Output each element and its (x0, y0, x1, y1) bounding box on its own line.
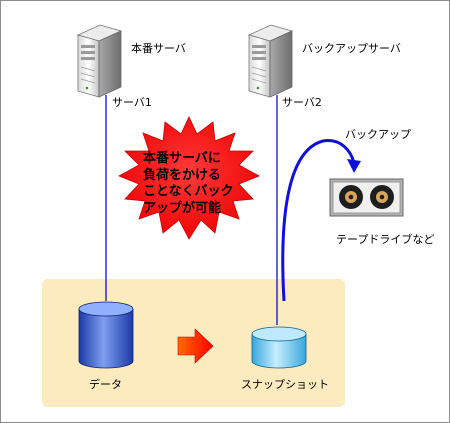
backup-flow-arrow (281, 139, 356, 302)
snapshot-disk-icon (251, 326, 307, 369)
backup-arrow-label: バックアップ (345, 128, 411, 141)
backup-flow-arrowhead (347, 159, 361, 173)
callout-line-4: アップが可能 (143, 200, 222, 216)
data-label: データ (89, 378, 122, 391)
data-disk-icon (78, 301, 134, 369)
production-server-icon (76, 24, 123, 98)
backup-server-id: サーバ2 (282, 96, 322, 109)
production-server-id: サーバ1 (112, 96, 152, 109)
callout-starburst (118, 116, 260, 240)
callout-text: 本番サーバに 負荷をかける ことなくバック アップが可能 (143, 151, 235, 217)
tape-drive-icon (329, 178, 404, 217)
callout-line-2: 負荷をかける (143, 167, 222, 183)
snapshot-label: スナップショット (241, 378, 329, 391)
callout-line-3: ことなくバック (143, 184, 234, 199)
callout-line-1: 本番サーバに (143, 151, 221, 166)
production-server-label: 本番サーバ (131, 42, 186, 55)
backup-server-label: バックアップサーバ (302, 42, 401, 55)
backup-server-icon (247, 24, 294, 98)
copy-arrow (177, 328, 214, 364)
tape-drive-label: テープドライブなど (336, 233, 435, 246)
